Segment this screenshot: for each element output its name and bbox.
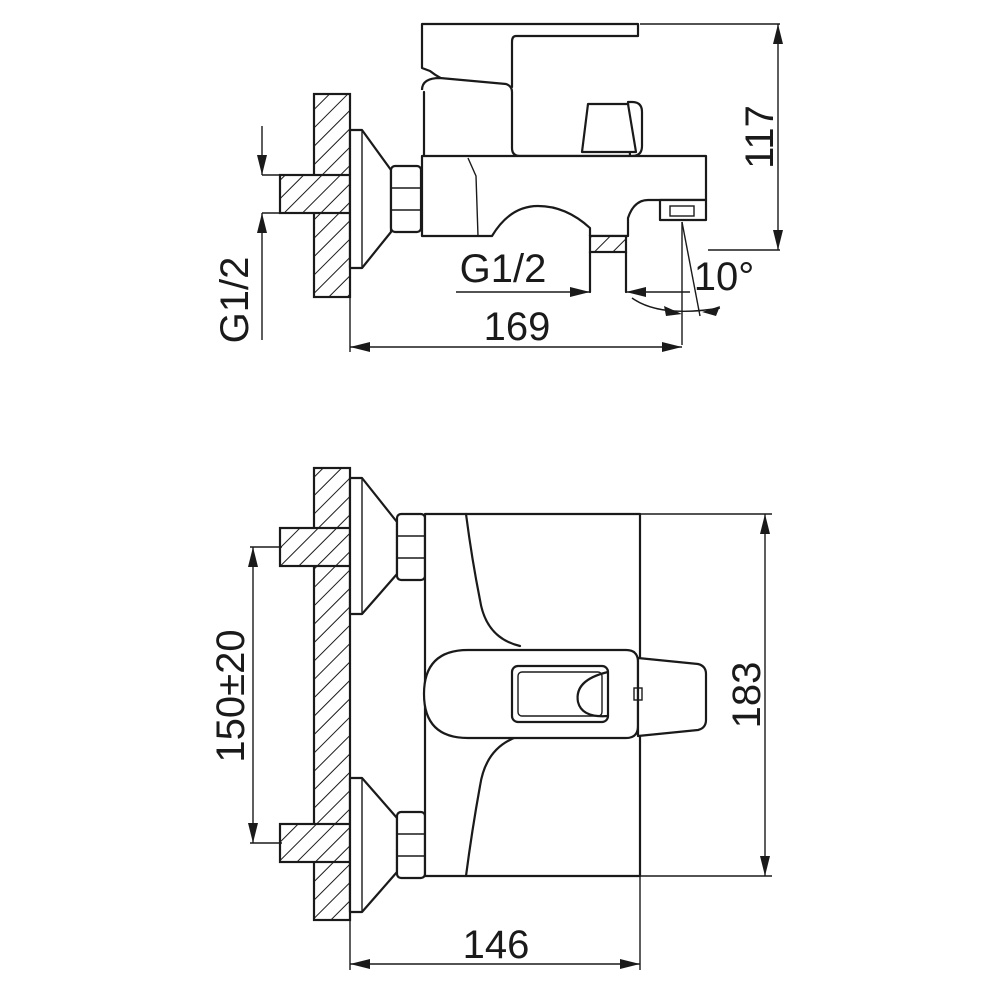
shower-outlet-thread xyxy=(588,234,628,254)
dim-117: 117 xyxy=(738,105,782,169)
inlet-pipe-lower xyxy=(278,822,352,864)
dim-183: 183 xyxy=(725,662,769,729)
hex-nut-upper xyxy=(395,512,427,582)
dim-169: 169 xyxy=(484,305,551,349)
mixer-body-side xyxy=(420,154,708,238)
spout-front xyxy=(636,656,708,738)
side-view: 117 G1/2 G1/2 10° 169 xyxy=(213,22,783,352)
front-view: 150±20 183 146 xyxy=(209,466,772,970)
dim-g12-spout: G1/2 xyxy=(460,247,547,291)
spout-outlet-side xyxy=(658,198,708,222)
hex-nut-side xyxy=(389,164,423,234)
dim-angle-10: 10° xyxy=(694,255,755,299)
hex-nut-lower xyxy=(395,810,427,880)
inlet-pipe-upper xyxy=(278,526,352,568)
cartridge-body-side xyxy=(420,76,644,158)
dim-150-20: 150±20 xyxy=(209,629,253,762)
dim-g12-left: G1/2 xyxy=(213,257,257,344)
diverter-knob-side xyxy=(580,102,638,154)
inlet-pipe-side xyxy=(278,173,352,215)
dim-146: 146 xyxy=(463,923,530,967)
handle-lever-side xyxy=(420,22,640,89)
handle-window xyxy=(510,664,610,724)
escutcheon-lower xyxy=(348,776,399,914)
escutcheon-side xyxy=(348,128,393,270)
escutcheon-upper xyxy=(348,476,399,616)
